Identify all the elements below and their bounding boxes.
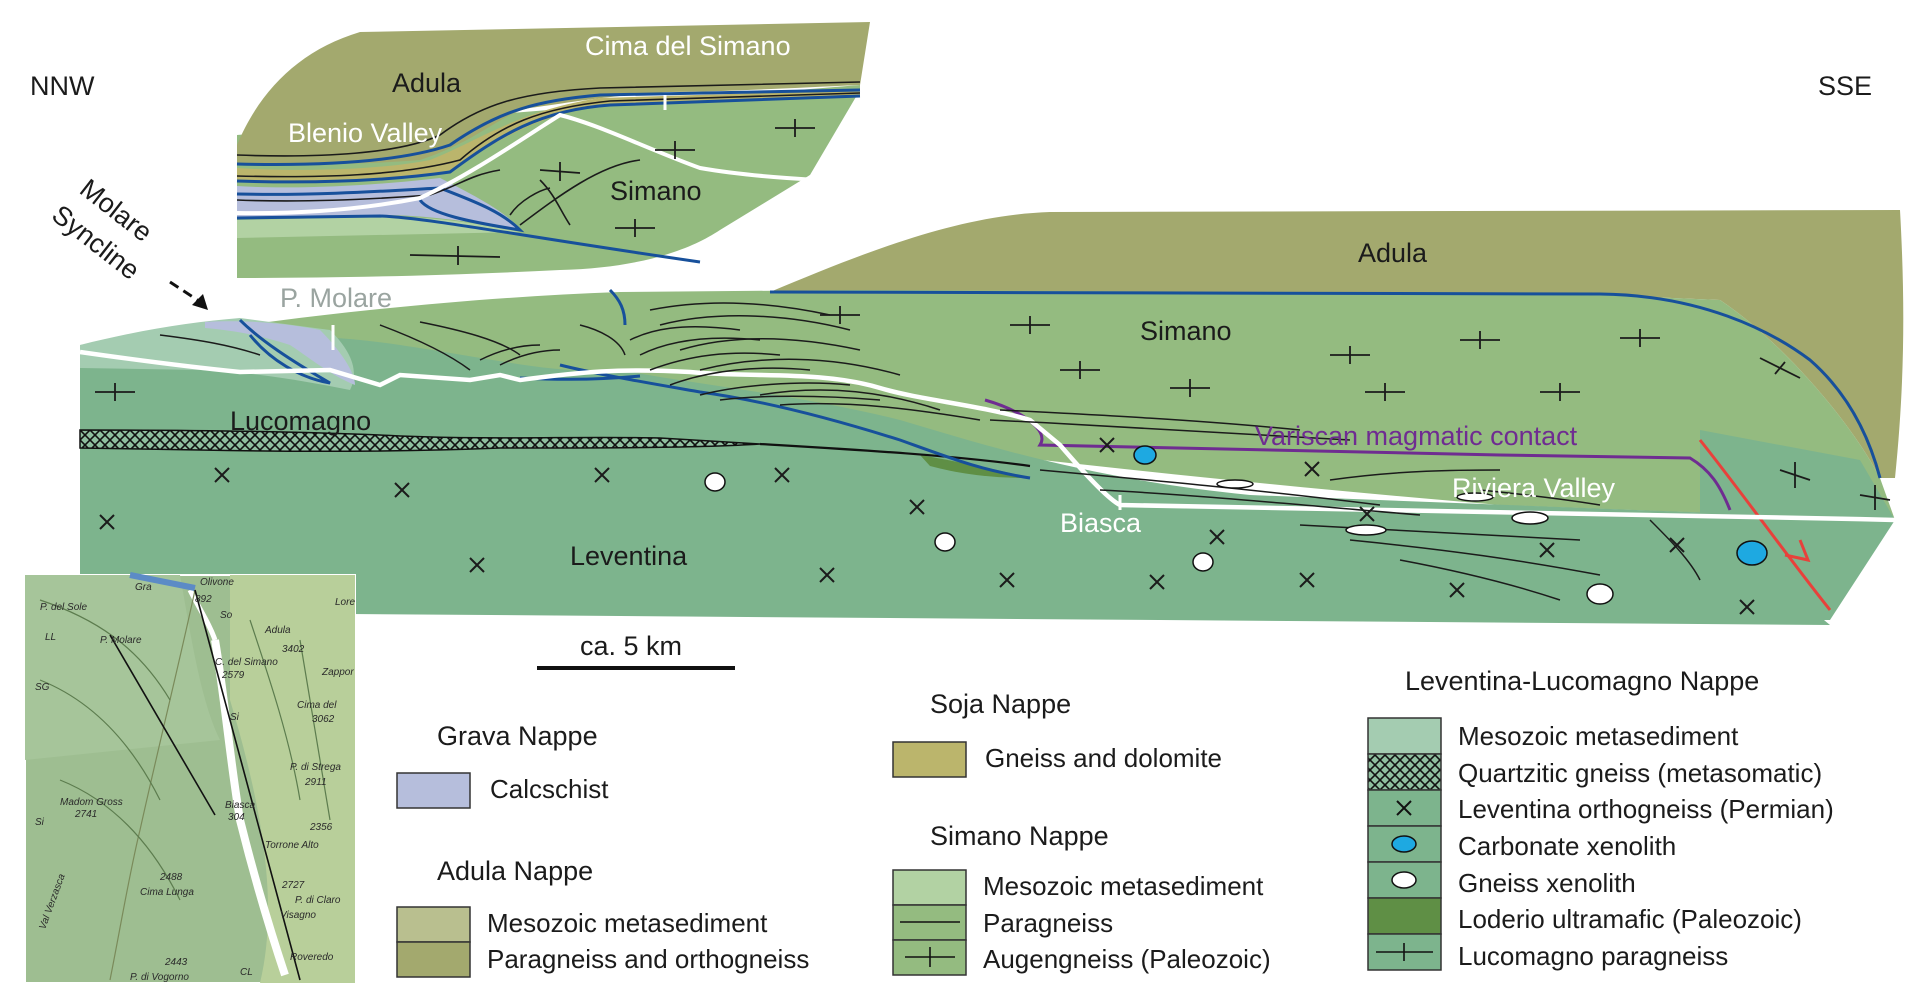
legend-grava-item: Calcschist [490,774,609,804]
legend-lev-item-6: Lucomagno paragneiss [1458,941,1728,971]
legend-lev-item-0: Mesozoic metasediment [1458,721,1739,751]
map-label: C. del Simano [215,657,278,668]
map-label: Biasca [225,800,255,811]
main-leventina-body [80,335,1895,625]
map-number: 2911 [304,777,327,788]
legend-adula-item-1: Paragneiss and orthogneiss [487,944,809,974]
map-label: Roveredo [290,952,334,963]
inset-simano-label: Simano [610,176,702,206]
legend-lev-item-5: Loderio ultramafic (Paleozoic) [1458,904,1802,934]
quartzitic-band [79,429,761,453]
legend-leventina-title: Leventina-Lucomagno Nappe [1405,666,1759,696]
inset-map: Gra Olivone P. del Sole So LL P. Molare … [24,572,356,984]
leventina-label: Leventina [570,541,688,571]
map-label: Olivone [200,577,234,588]
map-label: Cima Lunga [140,887,194,898]
map-label: Adula [264,625,291,636]
cima-label: Cima del Simano [585,31,791,61]
swatch-adula-meso [396,906,471,943]
sse-label: SSE [1818,71,1872,101]
map-number: 2488 [159,872,183,883]
main-adula-label: Adula [1358,238,1428,268]
map-label: Lore [335,597,355,608]
scale-bar: ca. 5 km [537,631,735,670]
map-number: 3402 [282,644,305,655]
swatch-lev-quartzitic [1367,753,1442,791]
legend-simano-title: Simano Nappe [930,821,1109,851]
map-number: 3062 [312,714,335,725]
p-molare-label: P. Molare [280,283,392,313]
legend-lev-item-4: Gneiss xenolith [1458,868,1636,898]
legend-adula-title: Adula Nappe [437,856,593,886]
map-label: P. di Vogorno [130,972,189,983]
main-simano-label: Simano [1140,316,1232,346]
main-section: NNW SSE Molare Syncline P. Molare Adula … [30,71,1904,625]
map-number: 2741 [74,809,97,820]
legend-adula-item-0: Mesozoic metasediment [487,908,768,938]
map-label: Si [35,817,45,828]
riviera-label: Riviera Valley [1452,473,1616,503]
swatch-lev-loderio [1367,897,1442,935]
main-simano-body [80,290,1895,520]
map-label: CL [240,967,253,978]
legend-lev-item-1: Quartzitic gneiss (metasomatic) [1458,758,1822,788]
map-label: Gra [135,582,152,593]
swatch-grava-calcschist [396,772,471,809]
scale-label: ca. 5 km [580,631,682,661]
map-number: 2727 [281,880,305,891]
map-label: SG [35,682,50,693]
swatch-adula-para [396,941,471,978]
legend-simano-item-0: Mesozoic metasediment [983,871,1264,901]
blenio-label: Blenio Valley [288,118,443,148]
biasca-label: Biasca [1060,508,1142,538]
legend-lev-item-2: Leventina orthogneiss (Permian) [1458,794,1834,824]
inset-adula-label: Adula [392,68,462,98]
legend-simano-item-2: Augengneiss (Paleozoic) [983,944,1271,974]
map-label: P. del Sole [40,602,88,613]
variscan-label: Variscan magmatic contact [1255,421,1578,451]
lucomagno-label: Lucomagno [230,406,371,436]
nnw-label: NNW [30,71,95,101]
map-label: So [220,610,233,621]
swatch-simano-meso [892,869,967,906]
map-number: 304 [228,812,245,823]
map-label: P. Molare [100,635,142,646]
map-number: 2443 [164,957,188,968]
map-label: Si [230,712,240,723]
map-label: P. di Strega [290,762,341,773]
main-grava-calcschist [205,321,355,385]
map-number: 2579 [221,670,245,681]
map-number: 892 [195,594,212,605]
legend-lev-item-3: Carbonate xenolith [1458,831,1676,861]
inset-soja-band [237,90,860,183]
legend-soja-item: Gneiss and dolomite [985,743,1222,773]
legend-soja-title: Soja Nappe [930,689,1071,719]
map-label: Cima del [297,700,337,711]
map-label: Zappor [321,667,354,678]
map-label: Torrone Alto [265,840,319,851]
legend: Grava Nappe Calcschist Adula Nappe Mesoz… [396,666,1834,978]
main-adula-body [770,210,1904,478]
swatch-lev-meso [1367,717,1442,755]
inset-section: Adula Cima del Simano Blenio Valley Sima… [236,22,870,290]
swatch-soja [892,741,967,778]
legend-simano-item-1: Paragneiss [983,908,1113,938]
map-number: 2356 [309,822,333,833]
map-label: Madom Gross [60,797,123,808]
map-label: P. di Claro [295,895,341,906]
map-label: LL [45,632,56,643]
map-label: Visagno [280,910,316,921]
legend-grava-title: Grava Nappe [437,721,598,751]
inset-adula-body [237,22,870,165]
